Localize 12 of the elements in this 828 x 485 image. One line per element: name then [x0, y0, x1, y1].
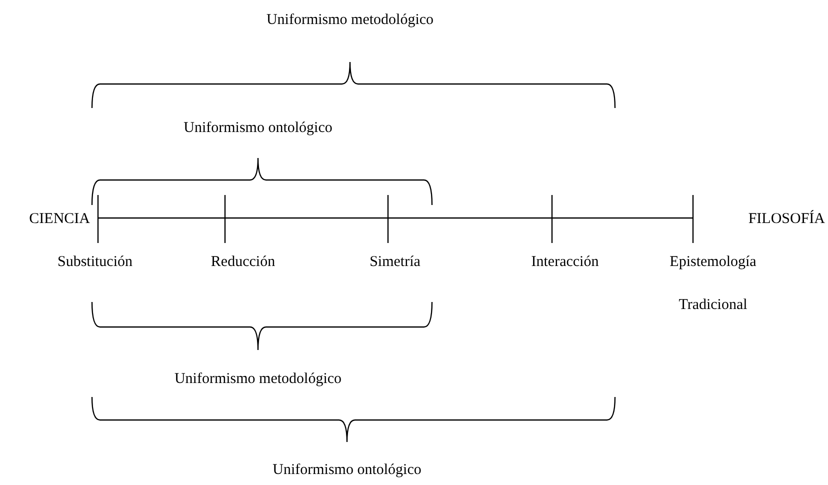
text-label: Substitución: [56, 253, 134, 272]
text-label: Uniformismo metodológico: [265, 11, 435, 30]
axis-end-label: FILOSOFÍA: [693, 207, 827, 231]
text-label: Interacción: [530, 253, 600, 272]
text-label: Uniformismo ontológico: [272, 461, 422, 480]
text-label: Uniformismo ontológico: [182, 119, 334, 138]
text-label: Epistemología Tradicional: [668, 253, 758, 315]
axis-end-label: CIENCIA: [0, 207, 98, 231]
text-label: Reducción: [210, 253, 276, 272]
text-label: Uniformismo metodológico: [173, 370, 343, 389]
axis-line: [98, 217, 693, 219]
text-label: Simetría: [368, 253, 422, 272]
